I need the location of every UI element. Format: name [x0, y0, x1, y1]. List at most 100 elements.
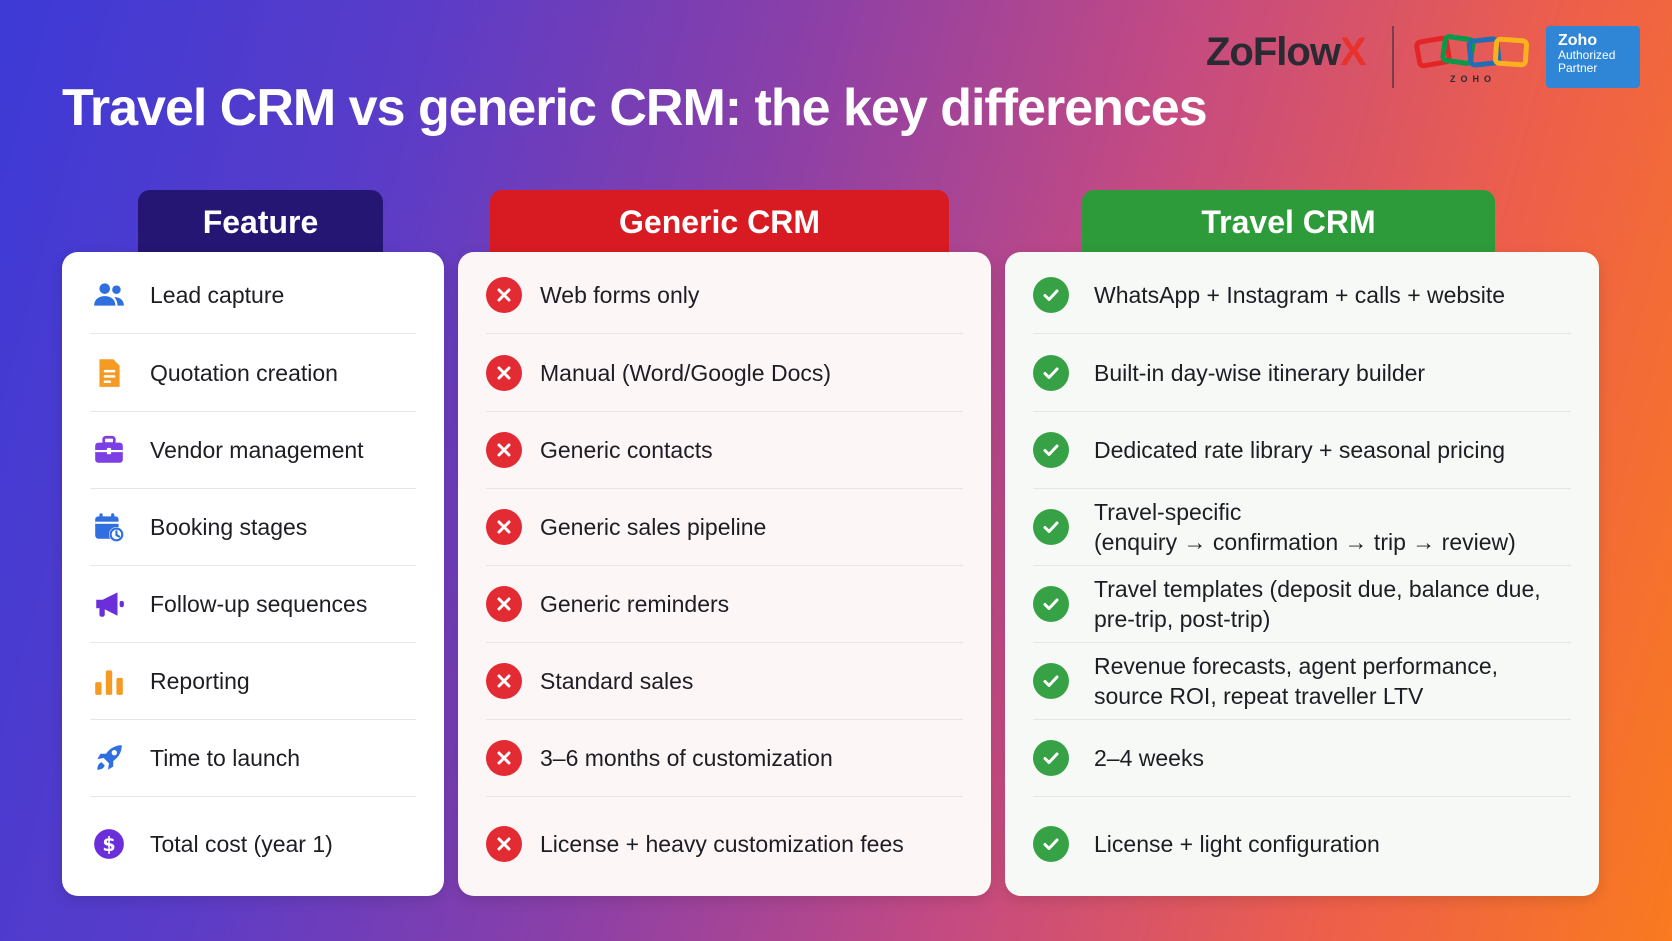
generic-crm-row: Generic contacts — [486, 411, 963, 489]
travel-crm-value: License + light configuration — [1094, 829, 1380, 859]
brand-bar: ZoFlowX ZOHO Zoho Authorized Partner — [1200, 22, 1652, 92]
travel-crm-value: WhatsApp + Instagram + calls + website — [1094, 280, 1505, 310]
travel-crm-value: Revenue forecasts, agent performance, sou… — [1094, 651, 1498, 711]
travel-crm-row: License + light configuration — [1033, 796, 1571, 892]
cross-icon — [486, 431, 522, 468]
travel-crm-value-line-1: Travel-specific — [1094, 498, 1242, 525]
feature-row: Reporting — [90, 642, 416, 720]
travel-crm-value-line-1: WhatsApp + Instagram + calls + website — [1094, 281, 1506, 308]
generic-crm-row: 3–6 months of customization — [486, 719, 963, 797]
check-icon — [1033, 354, 1069, 391]
travel-crm-value: Dedicated rate library + seasonal pricin… — [1094, 435, 1505, 465]
travel-crm-value: 2–4 weeks — [1094, 743, 1204, 773]
generic-crm-row: Manual (Word/Google Docs) — [486, 334, 963, 412]
feature-row: Time to launch — [90, 719, 416, 797]
generic-crm-value: Generic reminders — [540, 590, 730, 617]
generic-crm-value: Generic contacts — [540, 436, 713, 463]
generic-crm-value: Generic sales pipeline — [540, 513, 767, 540]
cross-icon — [486, 508, 522, 545]
feature-label: Total cost (year 1) — [150, 831, 333, 857]
generic-crm-row: Generic sales pipeline — [486, 488, 963, 566]
cross-icon — [486, 585, 522, 622]
travel-crm-value-line-2: pre-trip, post-trip) — [1094, 605, 1271, 632]
travel-crm-row: Travel templates (deposit due, balance d… — [1033, 565, 1571, 643]
feature-label: Quotation creation — [150, 359, 338, 386]
badge-line-1: Zoho — [1558, 32, 1598, 49]
travel-crm-row: WhatsApp + Instagram + calls + website — [1033, 256, 1571, 334]
feature-label: Booking stages — [150, 513, 308, 540]
check-icon — [1033, 431, 1069, 468]
travel-crm-value: Travel-specific (enquiry → confirmation →… — [1094, 497, 1516, 557]
zoho-partner-badge: Zoho Authorized Partner — [1546, 26, 1640, 88]
cross-icon — [486, 662, 522, 699]
generic-crm-value: Manual (Word/Google Docs) — [540, 359, 832, 386]
generic-crm-row: Generic reminders — [486, 565, 963, 643]
brand-divider — [1392, 26, 1394, 88]
travel-crm-value: Built-in day-wise itinerary builder — [1094, 358, 1425, 388]
generic-crm-column-header: Generic CRM — [490, 190, 949, 252]
travel-crm-value-line-1: Revenue forecasts, agent performance, — [1094, 652, 1499, 679]
document-icon — [90, 354, 128, 392]
feature-row: Booking stages — [90, 488, 416, 566]
travel-crm-row: Dedicated rate library + seasonal pricin… — [1033, 411, 1571, 489]
check-icon — [1033, 826, 1069, 862]
feature-row: Quotation creation — [90, 334, 416, 412]
zoho-wordmark: ZOHO — [1450, 74, 1496, 84]
feature-row: Vendor management — [90, 411, 416, 489]
zoflowx-logo-x: X — [1339, 30, 1367, 74]
zoflowx-logo-text: ZoFlow — [1206, 30, 1341, 74]
feature-label: Reporting — [150, 667, 250, 694]
check-icon — [1033, 585, 1069, 622]
cross-icon — [486, 276, 522, 313]
travel-crm-row: 2–4 weeks — [1033, 719, 1571, 797]
feature-row: $ Total cost (year 1) — [90, 796, 416, 892]
generic-crm-value: Standard sales — [540, 667, 694, 694]
feature-column-header: Feature — [138, 190, 383, 252]
feature-label: Lead capture — [150, 281, 285, 308]
svg-text:$: $ — [102, 833, 115, 856]
generic-crm-value: 3–6 months of customization — [540, 744, 833, 771]
check-icon — [1033, 276, 1069, 313]
badge-line-3: Partner — [1558, 61, 1598, 75]
feature-label: Vendor management — [150, 436, 364, 463]
travel-crm-value-line-2: (enquiry → confirmation → trip → review) — [1094, 528, 1516, 555]
megaphone-icon — [90, 585, 128, 623]
feature-row: Follow-up sequences — [90, 565, 416, 643]
cross-icon — [486, 739, 522, 776]
feature-row: Lead capture — [90, 256, 416, 334]
zoflowx-logo: ZoFlowX — [1206, 30, 1367, 75]
travel-crm-row: Travel-specific (enquiry → confirmation →… — [1033, 488, 1571, 566]
bar-chart-icon — [90, 662, 128, 700]
travel-crm-value-line-2: source ROI, repeat traveller LTV — [1094, 682, 1424, 709]
feature-label: Time to launch — [150, 744, 300, 771]
cross-icon — [486, 826, 522, 862]
check-icon — [1033, 739, 1069, 776]
travel-crm-value-line-1: Built-in day-wise itinerary builder — [1094, 359, 1426, 386]
generic-crm-value: Web forms only — [540, 281, 700, 308]
travel-crm-value-line-1: Dedicated rate library + seasonal pricin… — [1094, 436, 1506, 463]
dollar-icon: $ — [90, 825, 128, 863]
check-icon — [1033, 662, 1069, 699]
travel-crm-value-line-1: 2–4 weeks — [1094, 744, 1204, 771]
travel-crm-row: Built-in day-wise itinerary builder — [1033, 334, 1571, 412]
briefcase-icon — [90, 431, 128, 469]
users-icon — [90, 276, 128, 314]
check-icon — [1033, 508, 1069, 545]
badge-line-2: Authorized — [1558, 48, 1616, 62]
travel-crm-row: Revenue forecasts, agent performance, sou… — [1033, 642, 1571, 720]
travel-crm-value-line-1: Travel templates (deposit due, balance d… — [1094, 575, 1541, 602]
cross-icon — [486, 354, 522, 391]
travel-crm-value: Travel templates (deposit due, balance d… — [1094, 574, 1541, 634]
travel-crm-column-header: Travel CRM — [1082, 190, 1495, 252]
generic-crm-row: Web forms only — [486, 256, 963, 334]
generic-crm-row: License + heavy customization fees — [486, 796, 963, 892]
page-title: Travel CRM vs generic CRM: the key diffe… — [62, 79, 1208, 137]
generic-crm-value: License + heavy customization fees — [540, 831, 904, 857]
rocket-icon — [90, 739, 128, 777]
generic-crm-row: Standard sales — [486, 642, 963, 720]
travel-crm-value-line-1: License + light configuration — [1094, 831, 1380, 857]
zoho-logo: ZOHO — [1414, 30, 1532, 86]
